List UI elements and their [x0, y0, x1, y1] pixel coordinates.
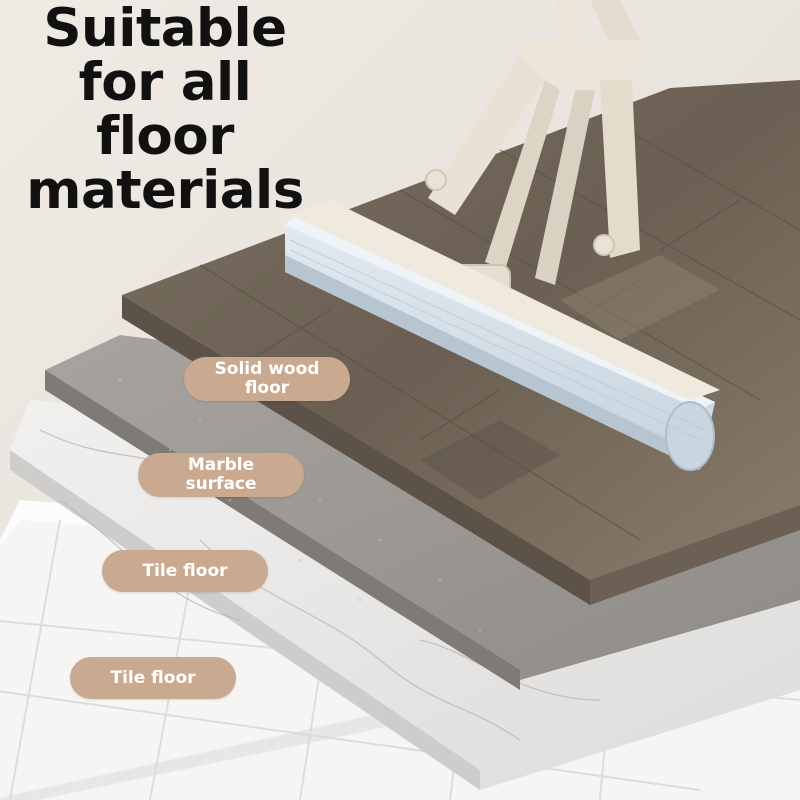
label-marble-surface: Marble surface — [138, 453, 304, 497]
headline-line: for all — [78, 52, 252, 113]
label-tile-floor: Tile floor — [102, 550, 268, 592]
label-line: floor — [244, 378, 290, 398]
headline: Suitable for all floor materials — [0, 2, 330, 218]
headline-line: floor — [96, 106, 234, 167]
headline-line: materials — [26, 160, 304, 221]
label-line: Solid wood — [214, 359, 320, 379]
mop — [285, 0, 720, 471]
label-line: Tile floor — [110, 667, 196, 688]
label-solid-wood-floor: Solid wood floor — [184, 357, 350, 401]
headline-line: Suitable — [43, 0, 287, 59]
label-line: surface — [185, 474, 257, 494]
label-tile-floor: Tile floor — [70, 657, 236, 699]
label-line: Marble — [187, 455, 255, 475]
label-line: Tile floor — [142, 560, 228, 581]
